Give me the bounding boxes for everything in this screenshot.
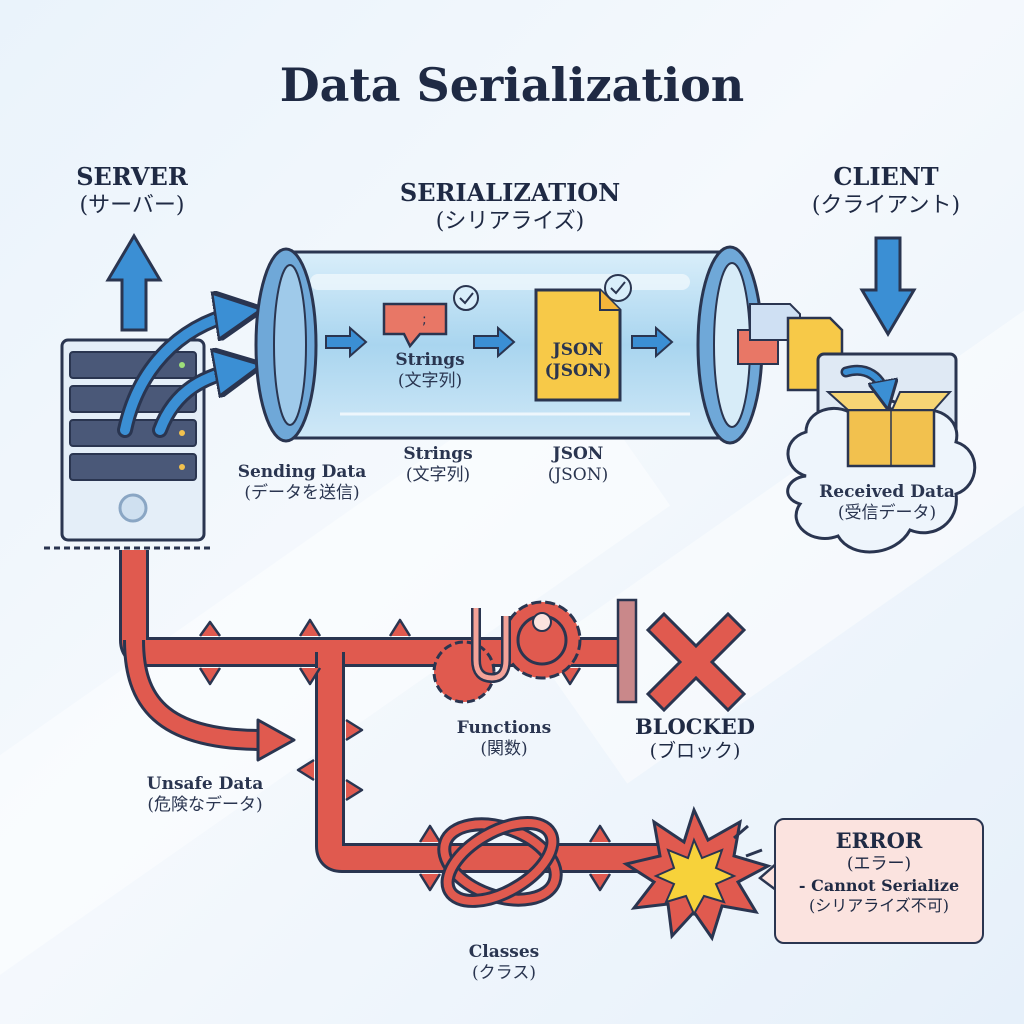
server-title: SERVER <box>76 162 188 191</box>
classes-tangle-icon <box>437 816 563 908</box>
json-label: JSON (JSON) <box>530 444 626 487</box>
json-subtitle: (JSON) <box>547 465 609 486</box>
serialization-label: SERIALIZATION (シリアライズ) <box>360 178 660 236</box>
tube-flow-arrows-icon <box>325 325 674 359</box>
json-title: JSON <box>552 444 604 464</box>
classes-subtitle: (クラス) <box>472 963 536 984</box>
received-data-label: Received Data (受信データ) <box>800 482 974 525</box>
page-title: Data Serialization <box>279 58 745 112</box>
classes-title: Classes <box>468 942 540 962</box>
tube-json-subtitle: (JSON) <box>544 361 612 382</box>
strings-title: Strings <box>403 444 473 464</box>
sending-arrows-icon <box>117 312 244 438</box>
unsafe-data-subtitle: (危険なデータ) <box>147 795 263 816</box>
functions-title: Functions <box>456 718 552 738</box>
unsafe-data-path <box>119 550 660 892</box>
blocked-label: BLOCKED (ブロック) <box>620 714 770 764</box>
server-label: SERVER (サーバー) <box>40 162 224 220</box>
error-title: ERROR <box>835 828 923 853</box>
blocked-title: BLOCKED <box>635 714 755 739</box>
classes-label: Classes (クラス) <box>444 942 564 985</box>
tube-strings-title: Strings <box>395 350 465 370</box>
blocked-x-icon <box>645 611 747 713</box>
error-callout-pointer <box>758 863 777 891</box>
server-subtitle: (サーバー) <box>79 193 185 218</box>
received-data-title: Received Data <box>819 482 955 502</box>
unsafe-data-label: Unsafe Data (危険なデータ) <box>124 774 286 817</box>
strings-subtitle: (文字列) <box>405 465 471 486</box>
functions-label: Functions (関数) <box>434 718 574 761</box>
barrier-icon <box>616 598 638 704</box>
tube-strings-subtitle: (文字列) <box>397 371 463 392</box>
unsafe-data-title: Unsafe Data <box>146 774 264 794</box>
receive-arrow-icon <box>840 364 886 398</box>
received-data-subtitle: (受信データ) <box>837 503 937 524</box>
tube-json-title: JSON <box>552 340 604 360</box>
output-files-icon <box>737 303 844 392</box>
tube-json-label: JSON (JSON) <box>536 340 620 383</box>
error-explosion-icon <box>622 805 772 942</box>
serialization-title: SERIALIZATION <box>399 178 621 207</box>
blocked-subtitle: (ブロック) <box>649 740 741 763</box>
error-callout: ERROR (エラー) - Cannot Serialize (シリアライズ不可… <box>774 818 984 944</box>
function-gear-icon <box>432 600 582 704</box>
server-up-arrow-icon <box>105 233 163 332</box>
error-message-sub: (シリアライズ不可) <box>808 895 949 915</box>
sending-data-title: Sending Data <box>237 462 367 482</box>
client-label: CLIENT (クライアント) <box>786 162 986 220</box>
error-message: - Cannot Serialize <box>798 875 960 895</box>
sending-data-subtitle: (データを送信) <box>244 483 360 504</box>
sending-data-label: Sending Data (データを送信) <box>220 462 384 505</box>
server-icon <box>44 338 214 550</box>
error-text: ERROR (エラー) - Cannot Serialize (シリアライズ不可… <box>776 820 982 916</box>
tube-strings-label: Strings (文字列) <box>368 350 492 393</box>
serialization-subtitle: (シリアライズ) <box>435 209 585 234</box>
json-document-icon <box>534 274 632 402</box>
string-bubble-icon: ; <box>382 285 479 349</box>
error-subtitle: (エラー) <box>846 854 912 875</box>
client-down-arrow-icon <box>859 236 917 337</box>
strings-label: Strings (文字列) <box>384 444 492 487</box>
svg-text:;: ; <box>422 312 427 328</box>
functions-subtitle: (関数) <box>480 739 528 760</box>
client-title: CLIENT <box>833 162 939 191</box>
client-subtitle: (クライアント) <box>811 193 961 218</box>
